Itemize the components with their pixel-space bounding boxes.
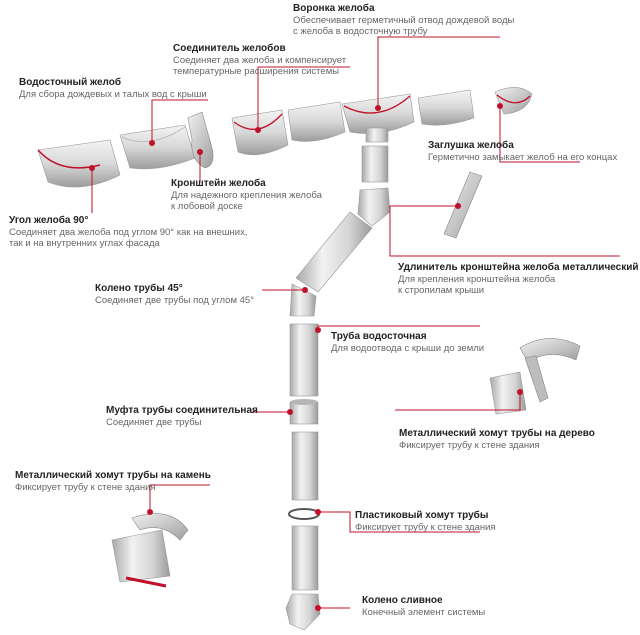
plastic-clamp-title: Пластиковый хомут трубы xyxy=(355,510,489,521)
label-outlet-elbow: Колено сливное Конечный элемент системы xyxy=(362,595,485,618)
wood-clamp-desc: Фиксирует трубу к стене здания xyxy=(399,439,540,451)
bracket-title: Кронштейн желоба xyxy=(171,178,266,189)
label-downpipe: Труба водосточная Для водоотвода с крыши… xyxy=(331,331,484,354)
plastic-clamp-desc: Фиксирует трубу к стене здания xyxy=(355,521,496,533)
outlet-elbow-desc: Конечный элемент системы xyxy=(362,606,486,618)
label-end-cap: Заглушка желоба Герметично замыкает жело… xyxy=(428,140,617,163)
downpipe-parts xyxy=(285,145,391,631)
label-gutter: Водосточный желоб Для сбора дождевых и т… xyxy=(19,77,207,100)
downpipe-part xyxy=(289,323,319,397)
label-bracket: Кронштейн желоба Для надежного крепления… xyxy=(171,178,322,213)
wood-clamp-part xyxy=(489,338,581,415)
bracket-extender-title: Удлинитель кронштейна желоба металлическ… xyxy=(398,262,639,273)
end-cap-part xyxy=(494,87,533,115)
corner-part xyxy=(37,139,121,188)
elbow45-desc: Соединяет две трубы под углом 45° xyxy=(95,294,254,306)
corner-desc: Соединяет два желоба под углом 90° как н… xyxy=(9,226,248,250)
bracket-desc: Для надежного крепления желоба к лобовой… xyxy=(171,189,322,213)
stone-clamp-desc: Фиксирует трубу к стене здания xyxy=(15,481,156,493)
elbow45-title: Колено трубы 45° xyxy=(95,283,183,294)
label-gutter-connector: Соединитель желобов Соединяет два желоба… xyxy=(173,43,346,78)
label-coupling: Муфта трубы соединительная Соединяет две… xyxy=(106,405,258,428)
coupling-part xyxy=(289,401,319,425)
gutter-desc: Для сбора дождевых и талых вод с крыши xyxy=(19,88,207,100)
bracket-part xyxy=(187,111,214,169)
gutter-parts xyxy=(37,87,533,188)
label-bracket-extender: Удлинитель кронштейна желоба металлическ… xyxy=(398,262,639,297)
label-wood-clamp: Металлический хомут трубы на дерево Фикс… xyxy=(399,428,595,451)
coupling-title: Муфта трубы соединительная xyxy=(106,405,258,416)
stone-clamp-title: Металлический хомут трубы на камень xyxy=(15,470,211,481)
bracket-extender-desc: Для крепления кронштейна желоба к стропи… xyxy=(398,273,556,297)
gutter-connector-desc: Соединяет два желоба и компенсирует темп… xyxy=(173,54,347,78)
outlet-elbow-title: Колено сливное xyxy=(362,595,443,606)
leader-lines xyxy=(91,36,620,609)
gutter-title: Водосточный желоб xyxy=(19,77,122,88)
gutter-part xyxy=(119,124,196,170)
downpipe-desc: Для водоотвода с крыши до земли xyxy=(331,342,485,354)
end-cap-title: Заглушка желоба xyxy=(428,140,514,151)
gutter-connector-title: Соединитель желобов xyxy=(173,43,286,54)
label-corner: Угол желоба 90° Соединяет два желоба под… xyxy=(9,215,248,250)
funnel-desc: Обеспечивает герметичный отвод дождевой … xyxy=(293,14,515,38)
label-elbow45: Колено трубы 45° Соединяет две трубы под… xyxy=(95,283,254,306)
label-stone-clamp: Металлический хомут трубы на камень Фикс… xyxy=(15,470,211,493)
coupling-desc: Соединяет две трубы xyxy=(106,416,202,428)
downpipe-title: Труба водосточная xyxy=(331,331,427,342)
extender-part xyxy=(443,171,483,239)
wood-clamp-title: Металлический хомут трубы на дерево xyxy=(399,428,595,439)
leader-dots xyxy=(89,103,523,611)
funnel-title: Воронка желоба xyxy=(293,3,375,14)
stone-clamp-part xyxy=(111,513,189,588)
outlet-elbow-part xyxy=(285,593,321,631)
plastic-clamp-part xyxy=(288,508,320,520)
end-cap-desc: Герметично замыкает желоб на его концах xyxy=(428,151,618,163)
elbow45-part xyxy=(289,283,317,317)
label-plastic-clamp: Пластиковый хомут трубы Фиксирует трубу … xyxy=(355,510,496,533)
corner-title: Угол желоба 90° xyxy=(9,215,89,226)
label-funnel: Воронка желоба Обеспечивает герметичный … xyxy=(293,3,514,38)
